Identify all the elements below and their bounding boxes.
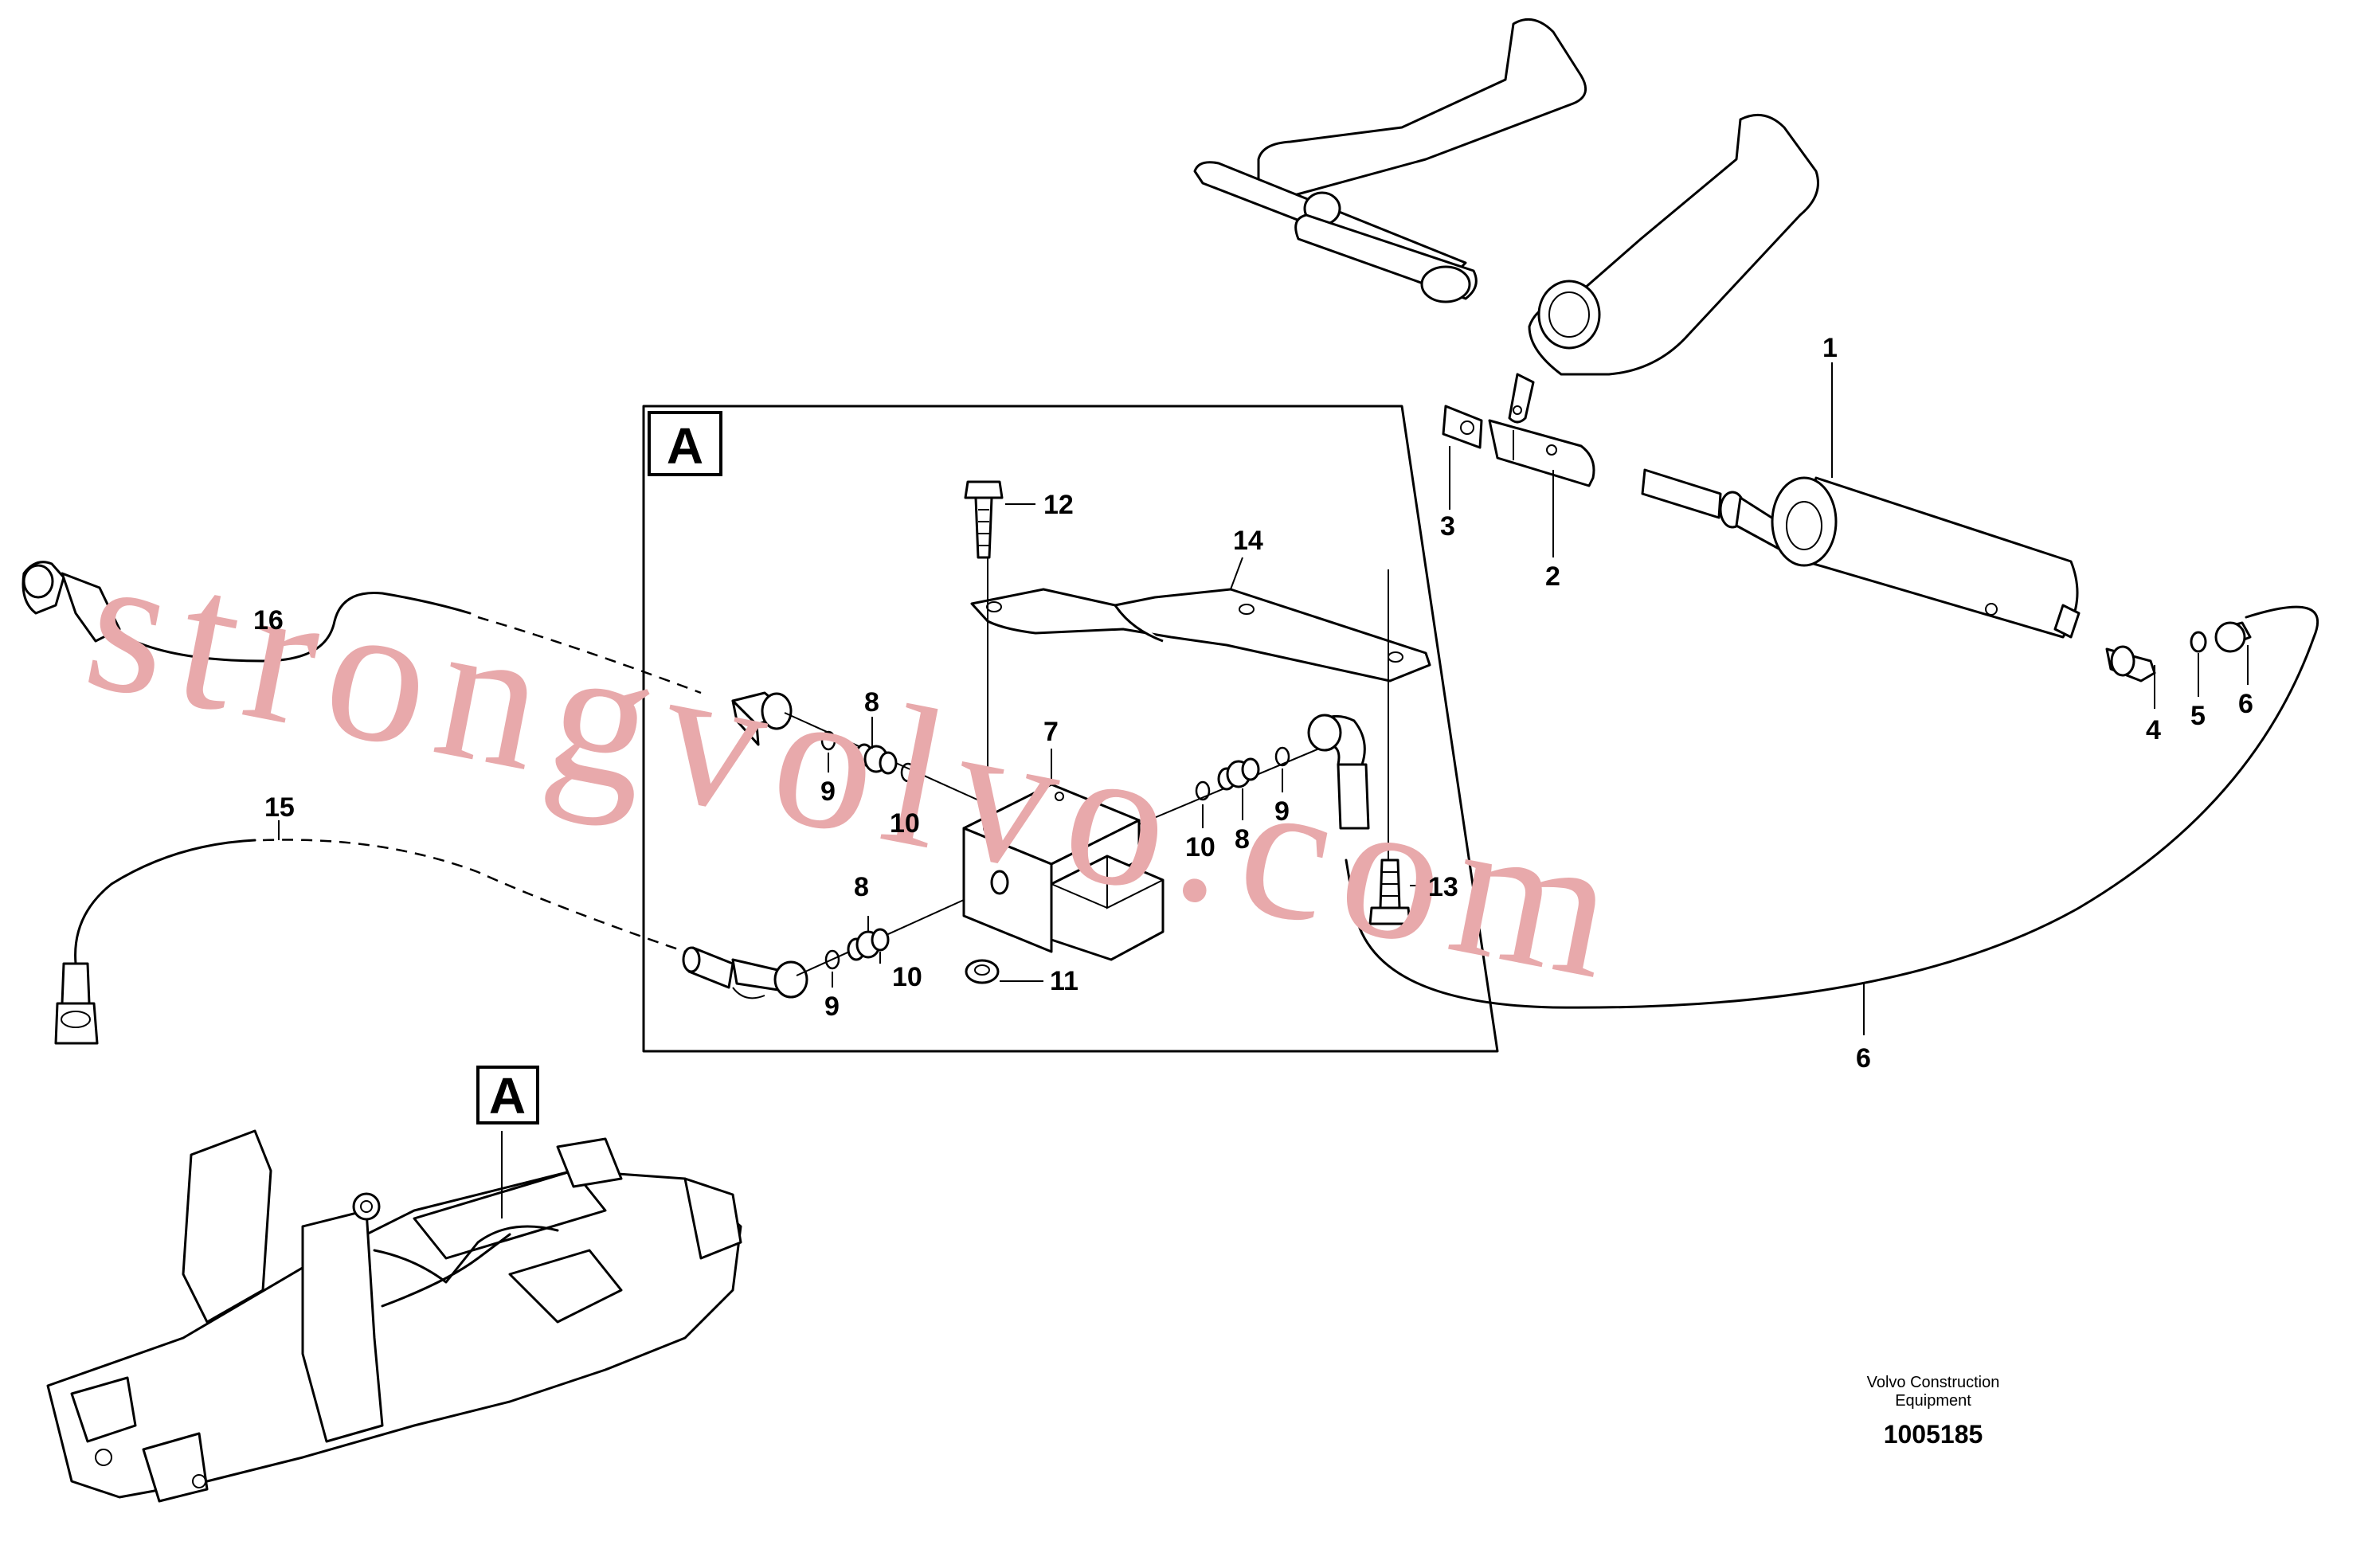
detail-letter-main: A: [667, 417, 703, 475]
label-10-upper-left: 10: [890, 808, 920, 839]
label-2: 2: [1545, 561, 1560, 592]
cylinder-assembly: [1442, 405, 2252, 682]
footer: Volvo Construction Equipment 1005185: [1867, 1374, 2000, 1449]
label-4: 4: [2146, 715, 2161, 745]
detail-letter-overview: A: [489, 1067, 526, 1124]
label-3: 3: [1440, 511, 1455, 542]
bolt-12: [964, 480, 1004, 828]
label-13: 13: [1428, 872, 1458, 902]
bolt-13: [1368, 569, 1411, 925]
drawing-number: 1005185: [1884, 1420, 1983, 1449]
label-12: 12: [1043, 490, 1074, 520]
label-5: 5: [2190, 701, 2206, 731]
leader-lines: [270, 362, 2249, 1035]
hose-16: [22, 561, 702, 694]
label-9-lower: 9: [824, 991, 840, 1022]
hose-15: [54, 839, 686, 1045]
label-9-upper-left: 9: [820, 776, 836, 807]
label-8-lower: 8: [854, 872, 869, 902]
fittings-left-upper: [731, 691, 988, 805]
machine-frame-overview: [46, 1066, 742, 1503]
label-11: 11: [1050, 966, 1078, 996]
hose-6: [1345, 605, 2319, 1009]
fittings-right-upper: [1138, 714, 1370, 830]
detail-frame-a: [642, 405, 1499, 1053]
nut-11: [965, 959, 1000, 984]
valve-block-7: [962, 783, 1165, 961]
bracket-14: [970, 588, 1431, 682]
label-16: 16: [253, 605, 284, 636]
label-9-right: 9: [1274, 796, 1290, 827]
company-line-2: Equipment: [1895, 1392, 1971, 1410]
label-8-upper-left: 8: [864, 687, 879, 718]
label-10-right: 10: [1185, 832, 1215, 862]
label-15: 15: [264, 792, 295, 823]
label-14: 14: [1233, 526, 1263, 556]
label-1: 1: [1822, 333, 1838, 363]
label-8-right: 8: [1235, 824, 1250, 855]
linkage-arm: [1193, 18, 1819, 424]
label-7: 7: [1043, 717, 1059, 747]
company-line-1: Volvo Construction: [1867, 1374, 2000, 1391]
label-10-lower: 10: [892, 962, 922, 992]
label-6-bottom: 6: [1856, 1043, 1871, 1074]
label-6-right: 6: [2238, 689, 2253, 719]
part-labels: 1 2 3 4 5 6 6 7 8 8 8 9 9 9 10 10 10 11 …: [253, 333, 2253, 1074]
